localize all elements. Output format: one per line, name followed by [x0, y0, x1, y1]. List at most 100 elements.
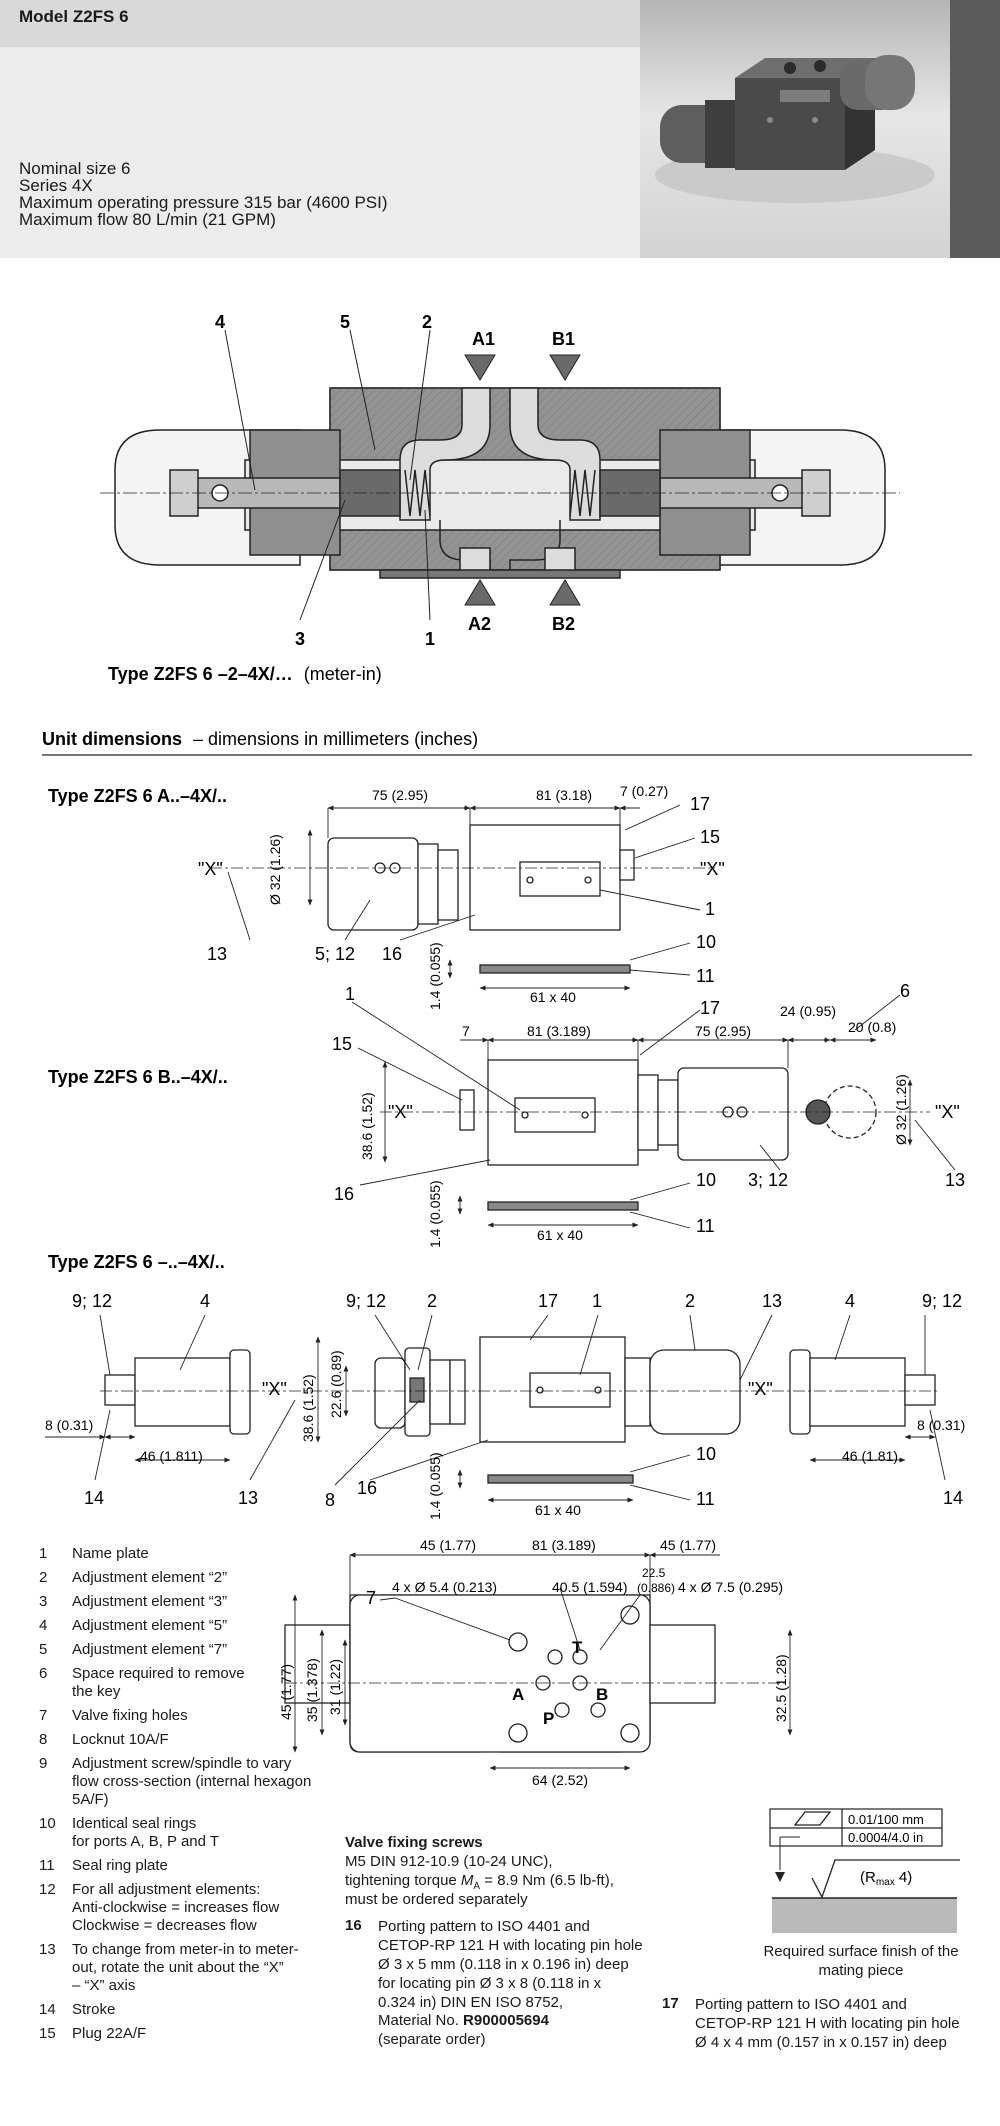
port-b1-label: B1 [552, 329, 575, 349]
type-b-dim-75: 75 (2.95) [695, 1023, 751, 1039]
type-b-callout-11: 11 [696, 1216, 715, 1236]
surface-finish-caption: Required surface finish of the mating pi… [763, 1943, 959, 1979]
port-b2-label: B2 [552, 614, 575, 634]
surface-flatness-in: 0.0004/4.0 in [848, 1830, 923, 1845]
legend-item-text: Adjustment screw/spindle to vary flow cr… [72, 1755, 312, 1808]
base-dim-81: 81 (3.189) [532, 1537, 596, 1553]
legend-item-number: 7 [39, 1707, 48, 1724]
base-dim-31: 31 (1.22) [327, 1659, 343, 1715]
unit-dimensions-subtitle: – dimensions in millimeters (inches) [193, 729, 478, 749]
legend-item-number: 8 [39, 1731, 48, 1748]
unit-dimensions-heading: Unit dimensions – dimensions in millimet… [42, 729, 478, 749]
legend-item-number: 10 [39, 1815, 56, 1832]
type-b-dim-24: 24 (0.95) [780, 1003, 836, 1019]
model-title: Model Z2FS 6 [19, 7, 129, 26]
type-c-callout-9-12-right: 9; 12 [922, 1291, 962, 1311]
legend-item-text: Name plate [72, 1545, 149, 1562]
type-b-dim-38-6: 38.6 (1.52) [359, 1092, 375, 1160]
surface-roughness-r: (R [860, 1869, 876, 1886]
legend-item-text: Valve fixing holes [72, 1707, 188, 1724]
note-17-number: 17 [662, 1995, 679, 2012]
type-a-dim-32: Ø 32 (1.26) [267, 834, 283, 905]
spec-max-flow: Maximum flow 80 L/min (21 GPM) [19, 210, 276, 229]
surface-finish-symbol [769, 1808, 960, 1933]
header-dark-strip [950, 0, 1000, 258]
type-c-callout-9-12-left: 9; 12 [72, 1291, 112, 1311]
type-c-dim-46-left: 46 (1.811) [140, 1448, 203, 1464]
legend-item-text: Plug 22A/F [72, 2025, 147, 2042]
type-c-x-right: "X" [748, 1379, 773, 1399]
type-c-callout-17: 17 [538, 1291, 558, 1311]
type-b-title: Type Z2FS 6 B..–4X/.. [48, 1067, 228, 1087]
screws-line3: must be ordered separately [345, 1891, 528, 1908]
type-c-callout-9-12-mid: 9; 12 [346, 1291, 386, 1311]
type-b-callout-15: 15 [332, 1034, 352, 1054]
legend-item-text: Locknut 10A/F [72, 1731, 169, 1748]
type-a-dim-lines [227, 804, 701, 991]
type-a-callout-10: 10 [696, 932, 716, 952]
valve-product-photo [640, 0, 950, 258]
type-b-dim-61x40: 61 x 40 [537, 1227, 583, 1243]
type-a-callout-11: 11 [696, 966, 715, 986]
section-caption-type: Type Z2FS 6 –2–4X/… [108, 664, 293, 684]
type-b-callout-6: 6 [900, 981, 910, 1001]
base-dim-32-5: 32.5 (1.28) [773, 1654, 789, 1722]
section-port-arrows [464, 354, 581, 606]
type-c-callout-11: 11 [696, 1489, 715, 1509]
base-dim-45-right: 45 (1.77) [660, 1537, 716, 1553]
type-c-drawing [104, 1336, 936, 1484]
section-callout-1: 1 [425, 629, 435, 649]
type-a-x-left: "X" [198, 859, 223, 879]
section-view [114, 387, 886, 579]
screws-line2a: tightening torque [345, 1872, 461, 1889]
legend-item-number: 11 [39, 1857, 55, 1874]
type-c-dim-46-right: 46 (1.81) [842, 1448, 898, 1464]
note-16-number: 16 [345, 1917, 362, 1934]
legend-item-text: Identical seal rings for ports A, B, P a… [72, 1815, 220, 1850]
type-a-callout-15: 15 [700, 827, 720, 847]
type-b-x-left: "X" [388, 1102, 413, 1122]
note-16-material: Material No. R900005694 [378, 2012, 549, 2029]
screws-line2b: = 8.9 Nm (6.5 lb-ft), [480, 1872, 614, 1889]
type-c-callout-1: 1 [592, 1291, 602, 1311]
header-title-bar [0, 0, 640, 47]
legend-item-number: 12 [39, 1881, 56, 1898]
type-c-dim-22-6: 22.6 (0.89) [328, 1350, 344, 1418]
surface-roughness: (Rmax 4) [860, 1869, 912, 1888]
type-c-dim-61x40: 61 x 40 [535, 1502, 581, 1518]
type-b-drawing [459, 1059, 877, 1211]
type-a-callout-16: 16 [382, 944, 402, 964]
type-a-callout-5-12: 5; 12 [315, 944, 355, 964]
note-16-text: Porting pattern to ISO 4401 and CETOP-RP… [378, 1918, 643, 2011]
legend-item-text: For all adjustment elements: Anti-clockw… [72, 1881, 280, 1934]
type-a-dim-7: 7 (0.27) [620, 783, 668, 799]
type-c-callout-4-right: 4 [845, 1291, 855, 1311]
legend-item-text: Adjustment element “2” [72, 1569, 228, 1586]
type-a-x-right: "X" [700, 859, 725, 879]
screws-title: Valve fixing screws [345, 1834, 483, 1851]
base-dim-0-886: (0.886) [637, 1581, 675, 1595]
type-a-title: Type Z2FS 6 A..–4X/.. [48, 786, 227, 806]
legend-item-number: 13 [39, 1941, 56, 1958]
type-c-callout-14-right: 14 [943, 1488, 963, 1508]
screws-line2m: M [460, 1872, 474, 1889]
legend-item-text: Seal ring plate [72, 1857, 168, 1874]
type-a-dim-81: 81 (3.18) [536, 787, 592, 803]
note-16-material-label: Material No. [378, 2012, 464, 2029]
legend-item-number: 1 [39, 1545, 48, 1562]
screws-line2: tightening torque MA = 8.9 Nm (6.5 lb-ft… [345, 1872, 614, 1892]
type-b-callout-16: 16 [334, 1184, 354, 1204]
note-16-separate: (separate order) [378, 2031, 486, 2048]
port-a1-label: A1 [472, 329, 495, 349]
legend-item-number: 5 [39, 1641, 48, 1658]
type-a-dim-75: 75 (2.95) [372, 787, 428, 803]
screws-line2sub: A [473, 1881, 481, 1892]
type-b-x-right: "X" [935, 1102, 960, 1122]
legend-item-number: 2 [39, 1569, 48, 1586]
type-b-callout-13: 13 [945, 1170, 965, 1190]
base-dim-22-5: 22.5 [642, 1566, 666, 1580]
surface-flatness-mm: 0.01/100 mm [848, 1812, 924, 1827]
legend-item-number: 15 [39, 2025, 56, 2042]
